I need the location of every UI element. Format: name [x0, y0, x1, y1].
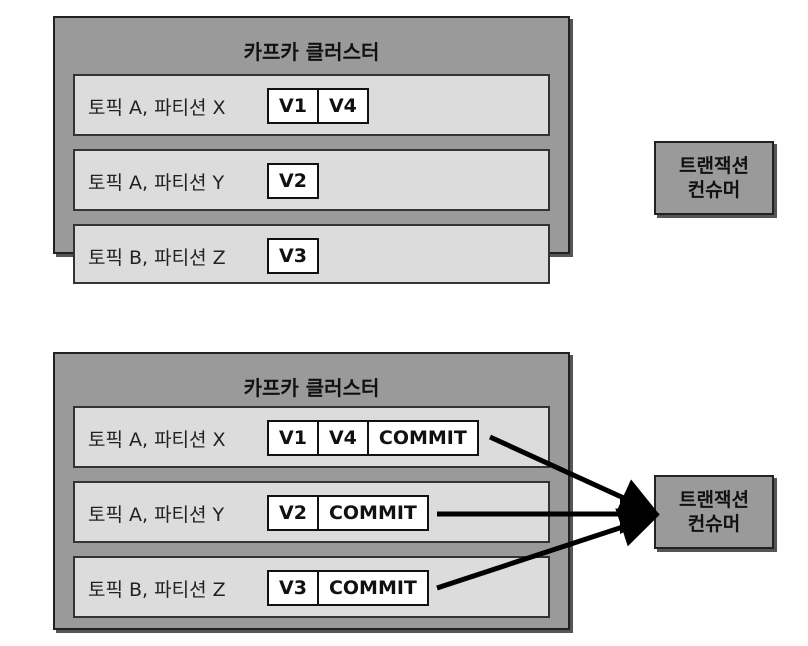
partition-label: 토픽 A, 파티션 X: [88, 97, 226, 119]
arrow-from-commit-x: [488, 434, 660, 516]
consumer-label-line1: 트랜잭션: [679, 489, 749, 511]
message-v1: V1: [269, 90, 319, 122]
message-log: V1 V4: [267, 88, 369, 124]
message-v3: V3: [269, 572, 319, 604]
message-commit: COMMIT: [328, 577, 417, 599]
partition-a-x: 토픽 A, 파티션 X V1 V4 COMMIT: [73, 406, 550, 468]
kafka-cluster-top: 카프카 클러스터 토픽 A, 파티션 X V1 V4 토픽 A, 파티션 Y V…: [53, 16, 570, 284]
consumer-label-line1: 트랜잭션: [679, 155, 749, 177]
message-log: V1 V4 COMMIT: [267, 420, 479, 456]
cluster-title: 카프카 클러스터: [243, 40, 380, 64]
partition-label: 토픽 B, 파티션 Z: [88, 247, 226, 269]
partition-label: 토픽 A, 파티션 Y: [88, 172, 225, 194]
message-v1: V1: [269, 422, 319, 454]
message-v4: V4: [319, 422, 369, 454]
partition-a-y: 토픽 A, 파티션 Y V2 COMMIT: [73, 481, 550, 543]
kafka-cluster-bottom: 카프카 클러스터 토픽 A, 파티션 X V1 V4 COMMIT 토픽 A, …: [53, 352, 570, 630]
message-log: V2 COMMIT: [267, 495, 429, 531]
transactional-consumer-bottom: 트랜잭션 컨슈머: [654, 475, 774, 549]
message-commit: COMMIT: [328, 502, 417, 524]
partition-a-y: 토픽 A, 파티션 Y V2: [73, 149, 550, 211]
partition-b-z: 토픽 B, 파티션 Z V3: [73, 224, 550, 284]
cluster-title: 카프카 클러스터: [243, 376, 380, 400]
message-log: V3: [267, 238, 319, 274]
transactional-consumer-top: 트랜잭션 컨슈머: [654, 141, 774, 215]
message-log: V2: [267, 163, 319, 199]
partition-b-z: 토픽 B, 파티션 Z V3 COMMIT: [73, 556, 550, 618]
message-v3: V3: [279, 245, 307, 267]
partition-label: 토픽 B, 파티션 Z: [88, 579, 226, 601]
partition-label: 토픽 A, 파티션 X: [88, 429, 226, 451]
consumer-label-line2: 컨슈머: [687, 179, 741, 201]
message-v4: V4: [328, 95, 357, 117]
message-log: V3 COMMIT: [267, 570, 429, 606]
message-v2: V2: [279, 170, 307, 192]
partition-a-x: 토픽 A, 파티션 X V1 V4: [73, 74, 550, 136]
consumer-label-line2: 컨슈머: [687, 513, 741, 535]
message-v2: V2: [269, 497, 319, 529]
arrow-from-commit-z: [436, 508, 660, 591]
message-commit: COMMIT: [378, 427, 467, 449]
partition-label: 토픽 A, 파티션 Y: [88, 504, 225, 526]
